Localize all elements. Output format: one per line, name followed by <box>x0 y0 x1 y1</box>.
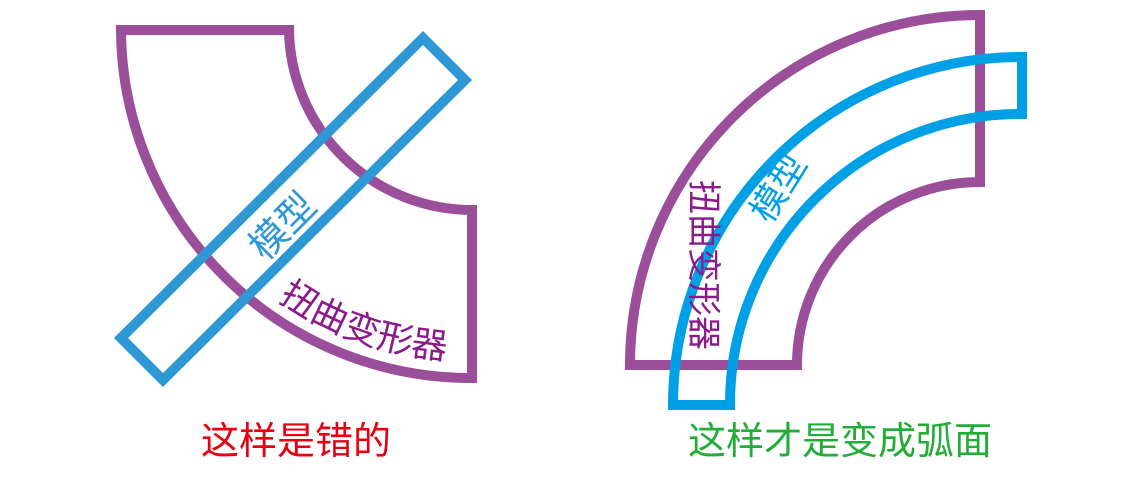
wrong-caption: 这样是错的 <box>201 419 392 463</box>
right-deformer-shape <box>624 9 985 370</box>
left-model-label: 模型 <box>240 184 325 269</box>
left-deformer-shape <box>115 25 477 384</box>
left-model-shape <box>113 30 473 388</box>
right-model-shape <box>667 51 1027 410</box>
left-deformer-label: 扭曲变形器 <box>273 273 450 368</box>
right-deformer-label: 扭曲变形器 <box>683 180 723 350</box>
correct-caption: 这样才是变成弧面 <box>688 419 993 463</box>
